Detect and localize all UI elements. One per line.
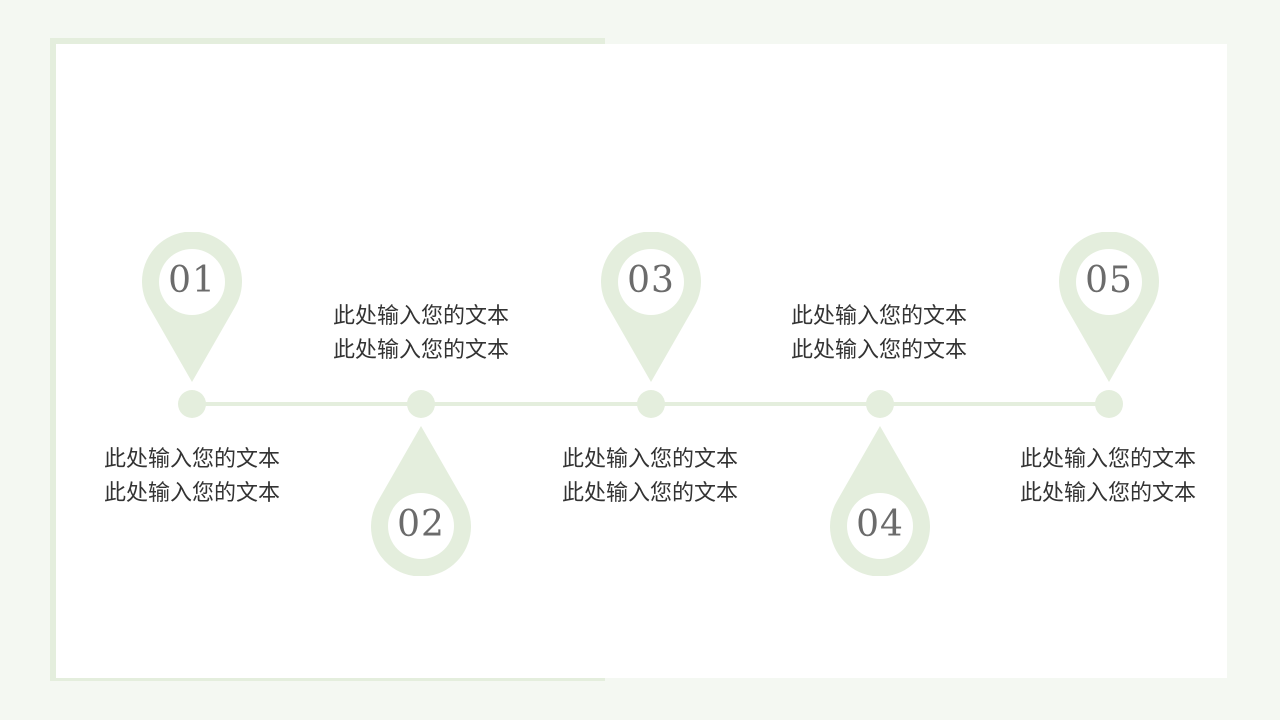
location-pin-icon: 03 [601, 231, 701, 382]
step-description-02: 此处输入您的文本 此处输入您的文本 [316, 300, 526, 368]
step-text-line: 此处输入您的文本 [561, 447, 738, 472]
location-pin-icon: 01 [142, 231, 242, 382]
step-number-02: 02 [397, 504, 445, 545]
step-text-line: 此处输入您的文本 [790, 304, 967, 329]
timeline-node-04 [866, 390, 894, 418]
location-pin-icon: 04 [830, 426, 930, 577]
timeline-node-03 [637, 390, 665, 418]
location-pin-icon: 05 [1059, 231, 1159, 382]
step-text-line: 此处输入您的文本 [1019, 481, 1196, 506]
timeline-node-05 [1095, 390, 1123, 418]
step-text-line: 此处输入您的文本 [1019, 447, 1196, 472]
step-description-04: 此处输入您的文本 此处输入您的文本 [774, 300, 984, 368]
step-number-01: 01 [168, 260, 216, 301]
step-text-line: 此处输入您的文本 [332, 304, 509, 329]
step-description-03: 此处输入您的文本 此处输入您的文本 [545, 443, 755, 511]
step-text-line: 此处输入您的文本 [103, 447, 280, 472]
step-number-04: 04 [856, 504, 904, 545]
location-pin-icon: 02 [371, 426, 471, 577]
timeline-node-01 [178, 390, 206, 418]
step-text-line: 此处输入您的文本 [790, 338, 967, 363]
step-description-01: 此处输入您的文本 此处输入您的文本 [87, 443, 297, 511]
step-text-line: 此处输入您的文本 [103, 481, 280, 506]
step-number-05: 05 [1085, 260, 1133, 301]
timeline-node-02 [407, 390, 435, 418]
step-text-line: 此处输入您的文本 [332, 338, 509, 363]
step-description-05: 此处输入您的文本 此处输入您的文本 [1003, 443, 1213, 511]
step-number-03: 03 [627, 260, 675, 301]
step-text-line: 此处输入您的文本 [561, 481, 738, 506]
